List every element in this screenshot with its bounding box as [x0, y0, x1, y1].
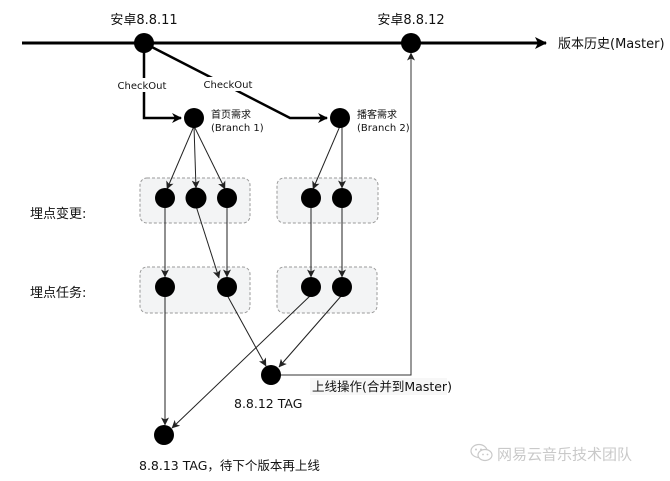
edge [278, 294, 343, 368]
node-branch1[interactable] [184, 108, 204, 128]
merge-edge [278, 52, 415, 376]
branch1-title: 首页需求 [211, 108, 251, 121]
node-change[interactable] [155, 188, 175, 208]
node-change[interactable] [217, 188, 237, 208]
merge-label: 上线操作(合并到Master) [312, 379, 452, 394]
node-task[interactable] [301, 277, 321, 297]
version-label-8812: 安卓8.8.12 [377, 13, 444, 28]
edge [191, 125, 200, 189]
node-v8811[interactable] [134, 33, 154, 53]
checkout-label-2: CheckOut [204, 80, 253, 91]
edge [195, 205, 221, 279]
edge [166, 125, 195, 190]
node-branch2[interactable] [330, 108, 350, 128]
row-label-changes: 埋点变更: [30, 206, 86, 222]
branch2-title: 播客需求 [357, 108, 397, 121]
tag-8812-label: 8.8.12 TAG [234, 396, 302, 411]
branch2-subtitle: (Branch 2) [357, 123, 410, 134]
tag-8813-label: 8.8.13 TAG，待下个版本再上线 [139, 458, 320, 473]
node-task[interactable] [332, 277, 352, 297]
node-v8812[interactable] [401, 33, 421, 53]
node-change[interactable] [185, 187, 207, 209]
edge [193, 125, 226, 190]
node-change[interactable] [332, 188, 352, 208]
master-label: 版本历史(Master) [558, 37, 665, 52]
task-group-branch2 [276, 266, 378, 314]
wechat-icon [470, 443, 494, 467]
watermark-text: 网易云音乐技术团队 [497, 445, 633, 464]
row-label-tasks: 埋点任务: [30, 285, 86, 301]
change-group-branch2 [276, 177, 379, 224]
edge [171, 294, 312, 429]
node-tag-8813[interactable] [154, 425, 174, 445]
checkout-edge-branch1 [142, 43, 182, 123]
edge [312, 125, 341, 190]
checkout-edge-branch2 [143, 41, 328, 123]
checkout-label-1: CheckOut [118, 81, 167, 92]
version-label-8811: 安卓8.8.11 [110, 13, 177, 28]
edge [226, 294, 267, 367]
node-task[interactable] [217, 277, 237, 297]
branch1-subtitle: (Branch 1) [211, 123, 264, 134]
watermark: 网易云音乐技术团队 [470, 443, 632, 467]
node-tag-8812[interactable] [261, 365, 281, 385]
node-task[interactable] [155, 277, 175, 297]
node-change[interactable] [301, 188, 321, 208]
